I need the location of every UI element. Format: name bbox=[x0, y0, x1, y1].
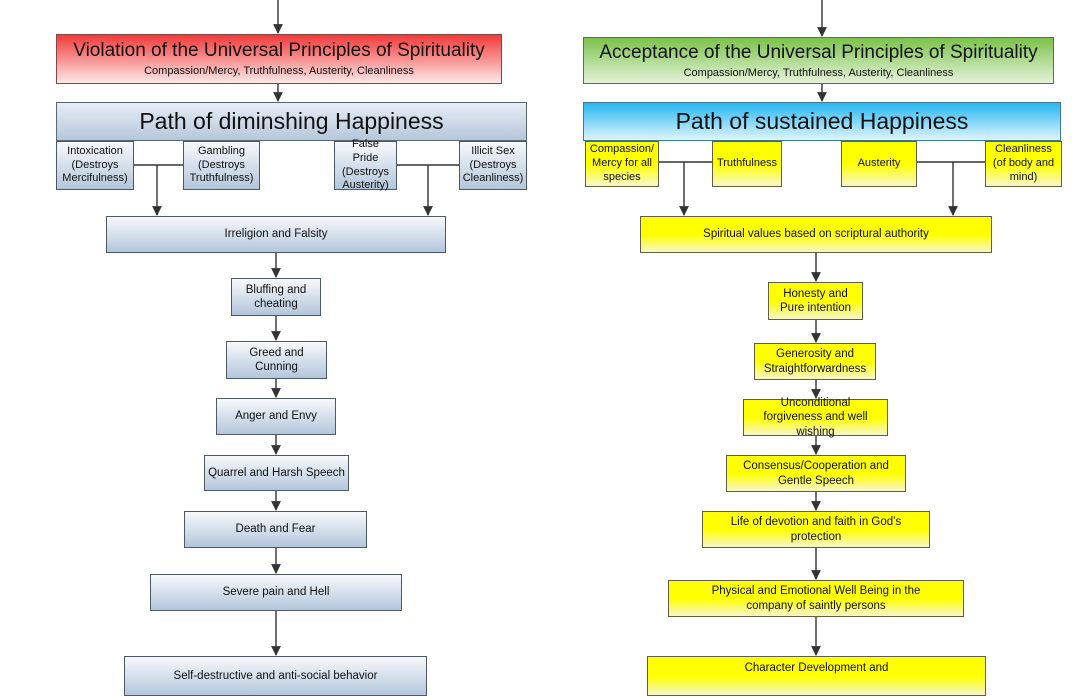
right-chain-step-1: Spiritual values based on scriptural aut… bbox=[640, 216, 992, 253]
left-chain-step-5: Quarrel and Harsh Speech bbox=[204, 455, 349, 491]
left-path-title: Path of diminshing Happiness bbox=[139, 108, 444, 135]
right-chain-step-3: Generosity and Straightforwardness bbox=[754, 343, 876, 380]
left-chain-step-4: Anger and Envy bbox=[216, 398, 336, 435]
right-header-box: Acceptance of the Universal Principles o… bbox=[583, 37, 1054, 84]
left-cause-gambling: Gambling (Destroys Truthfulness) bbox=[183, 141, 260, 190]
left-chain-step-8: Self-destructive and anti-social behavio… bbox=[124, 656, 427, 696]
left-header-box: Violation of the Universal Principles of… bbox=[56, 34, 502, 84]
left-cause-illicit-sex: Illicit Sex (Destroys Cleanliness) bbox=[459, 141, 527, 190]
left-chain-step-6: Death and Fear bbox=[184, 511, 367, 548]
left-path-title-box: Path of diminshing Happiness bbox=[56, 102, 527, 141]
left-chain-step-1: Irreligion and Falsity bbox=[106, 216, 446, 253]
right-path-title-box: Path of sustained Happiness bbox=[583, 102, 1061, 141]
left-cause-false-pride: False Pride (Destroys Austerity) bbox=[334, 138, 397, 191]
left-chain-step-3: Greed and Cunning bbox=[226, 341, 327, 379]
right-chain-step-8: Character Development and bbox=[647, 656, 986, 696]
left-chain-step-7: Severe pain and Hell bbox=[150, 574, 402, 611]
left-cause-intoxication: Intoxication (Destroys Mercifulness) bbox=[56, 141, 134, 190]
right-chain-step-8-label: Character Development and bbox=[744, 662, 889, 674]
right-principle-cleanliness: Cleanliness (of body and mind) bbox=[985, 141, 1062, 187]
right-principle-austerity: Austerity bbox=[841, 141, 917, 187]
right-path-title: Path of sustained Happiness bbox=[675, 108, 969, 135]
right-header-title: Acceptance of the Universal Principles o… bbox=[599, 41, 1038, 63]
left-chain-step-2: Bluffing and cheating bbox=[231, 278, 321, 316]
left-chain-step-8-label: Self-destructive and anti-social behavio… bbox=[173, 670, 378, 682]
right-principle-truthfulness: Truthfulness bbox=[712, 141, 782, 187]
right-header-subtitle: Compassion/Mercy, Truthfulness, Austerit… bbox=[683, 66, 954, 79]
right-chain-step-2: Honesty and Pure intention bbox=[768, 282, 863, 320]
right-principle-compassion: Compassion/ Mercy for all species bbox=[585, 141, 659, 187]
left-header-subtitle: Compassion/Mercy, Truthfulness, Austerit… bbox=[144, 65, 414, 77]
right-chain-step-5: Consensus/Cooperation and Gentle Speech bbox=[726, 455, 906, 492]
right-chain-step-6: Life of devotion and faith in God’s prot… bbox=[702, 511, 930, 548]
left-header-title: Violation of the Universal Principles of… bbox=[73, 40, 485, 62]
right-chain-step-7: Physical and Emotional Well Being in the… bbox=[668, 580, 964, 617]
right-chain-step-4: Unconditional forgiveness and well wishi… bbox=[743, 397, 888, 438]
connector-lines bbox=[134, 0, 985, 656]
